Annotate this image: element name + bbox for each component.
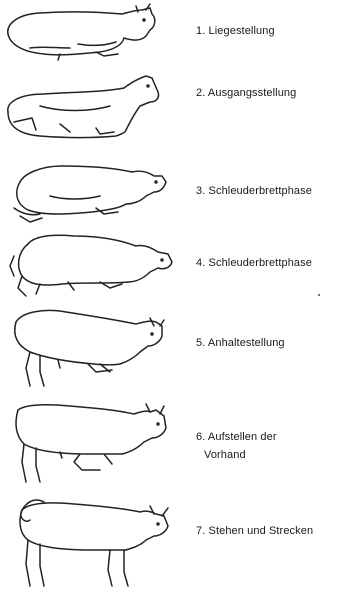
stage-1-label: 1. Liegestellung [196,24,275,38]
stage-7: 7. Stehen und Strecken [0,494,361,593]
stage-2-label: 2. Ausgangsstellung [196,86,296,100]
cow-sternal-drawing [0,72,190,152]
speck-mark [318,294,320,296]
cow-lunge-drawing [0,152,190,227]
stage-1: 1. Liegestellung [0,0,361,70]
stage-4: 4. Schleuderbrettphase [0,226,361,301]
stage-2: 2. Ausgangsstellung [0,72,361,152]
stage-6-label-line1: 6. Aufstellen der [196,430,277,444]
cow-lying-drawing [0,0,190,70]
stage-7-label: 7. Stehen und Strecken [196,524,313,538]
stage-3-label: 3. Schleuderbrettphase [196,184,312,198]
stage-5-label: 5. Anhaltestellung [196,336,285,350]
stage-6: 6. Aufstellen der Vorhand [0,396,361,490]
stage-5: 5. Anhaltestellung [0,302,361,394]
stage-6-label-line2: Vorhand [204,448,246,462]
stage-4-label: 4. Schleuderbrettphase [196,256,312,270]
cow-kneeling-hind-up-drawing [0,302,190,394]
stage-3: 3. Schleuderbrettphase [0,152,361,227]
cow-forehand-rising-drawing [0,396,190,490]
cow-rising-hind-drawing [0,226,190,301]
cow-standing-stretching-drawing [0,494,190,593]
